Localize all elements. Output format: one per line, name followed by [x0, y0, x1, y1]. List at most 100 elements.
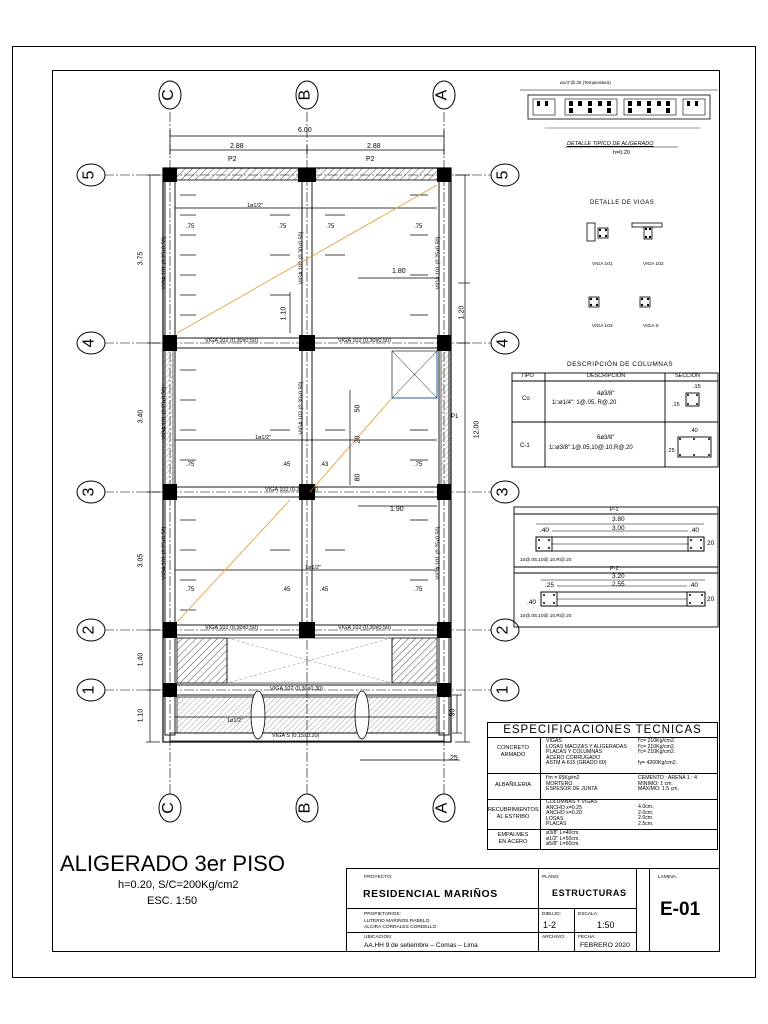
- beam-label: VIGA 102 (0.30x0.50): [265, 487, 318, 493]
- spec-item: f'm = 65Kg/m2: [546, 775, 580, 781]
- aligerado-title: DETALLE TIPICO DE ALIGERADO: [567, 141, 654, 147]
- columnas-title: DESCRIPCIÓN DE COLUMNAS: [567, 361, 674, 368]
- placa-label: P-2: [610, 566, 619, 572]
- viga-label: VIGA 103: [592, 324, 613, 329]
- tb-dibujo-value: 1-2: [543, 920, 557, 930]
- spec-item: ø1/2" L=50cm.: [546, 835, 580, 842]
- tb-propietarios: PROPIETARIOS: LUTERIO MARIÑOS RABELO ALC…: [347, 909, 539, 933]
- placa-right: .40: [690, 527, 700, 534]
- columns: [163, 168, 451, 697]
- tb-plano-value: ESTRUCTURAS: [552, 888, 627, 898]
- beam-label: VIGA 102 (0.30x0.50): [338, 625, 391, 631]
- bar-len: .45: [282, 462, 291, 468]
- tb-archivo-label: ARCHIVO:: [542, 935, 566, 940]
- rebar-label: 1ø1/2": [305, 565, 322, 571]
- especificaciones-title: ESPECIFICACIONES TECNICAS: [488, 723, 717, 738]
- tb-dibujo-label: DIBUJO:: [542, 912, 561, 917]
- spec-value: f'c= 210Kg/cm2.: [638, 738, 676, 744]
- spec-item: ANCHO x=0.25: [546, 804, 582, 811]
- spec-value: CEMENTO : ARENA 1 : 4: [638, 775, 698, 781]
- tb-proyecto: PROYECTO: RESIDENCIAL MARIÑOS: [347, 869, 539, 909]
- bar-len: .75: [186, 587, 195, 593]
- rebar-label: 1ø1/2": [247, 203, 264, 209]
- viga-label: VIGA 102: [643, 262, 664, 267]
- spec-cat: AL ESTRIBO: [496, 814, 530, 820]
- spec-value: MINIMO: 1 cm.: [638, 780, 673, 787]
- placa-h: 20: [707, 540, 715, 547]
- spec-value: f'c= 210Kg/cm2.: [638, 749, 676, 756]
- placa-total: 3.20: [612, 573, 625, 580]
- tb-ubicacion: UBICACION: AA.HH 9 de setiembre – Comas …: [347, 933, 539, 951]
- bar-len: .75: [186, 224, 195, 230]
- label-p1: P1: [451, 414, 459, 420]
- placa-inner: 2.55: [612, 581, 625, 588]
- rebar-label: 1ø1/2": [227, 718, 244, 724]
- tb-propietario-2: ALCIRA CORRALES CORDELLO: [364, 925, 437, 930]
- tb-lamina-value: E-01: [660, 899, 701, 920]
- spec-cat: ALBAÑILERIA: [494, 782, 532, 788]
- placa-left: .40: [540, 527, 550, 534]
- beam-label: VIGA 102 (0.30x0.50): [205, 338, 258, 344]
- tb-archivo: ARCHIVO:: [539, 933, 575, 951]
- aligerado-h: h=0.20: [613, 150, 630, 156]
- tb-fecha-label: FECHA:: [578, 935, 596, 940]
- col-dim-a: .15: [693, 384, 701, 390]
- beam-label: VIGA 102 (0.30x0.30): [270, 686, 323, 692]
- bar-len: .75: [414, 462, 423, 468]
- spec-row-concreto: CONCRETO ARMADO VIGAS LOSAS MACIZAS Y AL…: [488, 737, 717, 774]
- bar-len: .75: [414, 587, 423, 593]
- bar-len: .45: [320, 587, 329, 593]
- placa-left: .25: [545, 582, 555, 589]
- beam-label: VIGA 102 (0.30x0.50): [205, 625, 258, 631]
- tb-proyecto-value: RESIDENCIAL MARIÑOS: [363, 888, 498, 900]
- spec-cat: EN ACERO: [498, 839, 528, 845]
- spec-item: ACERO CORRUGADO: [546, 754, 601, 761]
- placa-inner: 3.00: [612, 525, 625, 532]
- spec-cat: RECUBRIMIENTOS: [488, 807, 539, 813]
- rebar-lines: [175, 207, 437, 718]
- rebar-label: 1ø1/2": [255, 435, 272, 441]
- spec-item: VIGAS: [546, 738, 562, 744]
- col-tipo: Co: [522, 396, 530, 402]
- tb-ubicacion-value: AA.HH 9 de setiembre – Comas – Lima: [364, 942, 478, 949]
- placa-note: 10@.05,10@.10,R@.20: [520, 614, 572, 619]
- sheet-outer-border: [12, 46, 756, 978]
- tb-lamina: LAMINA: E-01: [649, 869, 719, 951]
- bar-len: .45: [282, 587, 291, 593]
- tb-proyecto-label: PROYECTO:: [364, 875, 393, 880]
- spec-item: LOSAS MACIZAS Y ALIGERADAS: [546, 743, 627, 750]
- col-line1: 6ø3/8": [597, 435, 615, 441]
- spec-item: COLUMNAS Y VIGAS: [546, 799, 598, 805]
- placa-note: 10@.05,10@.10,R@.20: [520, 558, 572, 563]
- label-p2-right: P2: [366, 156, 375, 163]
- dim-right-25: .25: [448, 755, 458, 762]
- spec-item: ø3/8" L=40cm.: [546, 830, 580, 836]
- tb-propietario-1: LUTERIO MARIÑOS RABELO: [364, 919, 430, 924]
- title-block: PROYECTO: RESIDENCIAL MARIÑOS PROPIETARI…: [346, 868, 720, 952]
- spec-row-recubrimientos: RECUBRIMIENTOS AL ESTRIBO COLUMNAS Y VIG…: [488, 799, 717, 830]
- col-header-desc: DESCRIPCIÓN: [587, 373, 626, 379]
- tb-propietarios-label: PROPIETARIOS:: [364, 912, 401, 917]
- tb-fecha-value: FEBRERO 2020: [580, 942, 630, 949]
- bar-len: .43: [320, 462, 329, 468]
- spec-item: ø5/8" L=60cm.: [546, 841, 580, 848]
- tb-fecha: FECHA: FEBRERO 2020: [575, 933, 637, 951]
- spec-item: LOSAS: [546, 815, 564, 822]
- spec-cat: CONCRETO: [497, 745, 529, 751]
- viga-label: VIGA S: [643, 324, 659, 329]
- drawing-scale: ESC. 1:50: [147, 895, 198, 907]
- tb-plano: PLANO: ESTRUCTURAS: [539, 869, 637, 909]
- dim-top-total: 6.00: [298, 127, 312, 134]
- spec-value: f'c= 210Kg/cm2.: [638, 743, 676, 750]
- spec-row-empalmes: EMPALMES EN ACERO ø3/8" L=40cm. ø1/2" L=…: [488, 829, 717, 849]
- spec-item: ANCHO x=0.20: [546, 810, 582, 817]
- col-dim-b: .15: [672, 402, 680, 408]
- bar-len: .75: [278, 224, 287, 230]
- col-line2: 1□ø3/8":1@.05,10@.10,R@.20: [549, 445, 633, 451]
- dim-180: 1.80: [392, 268, 406, 275]
- drawing-subtitle: h=0.20, S/C=200Kg/cm2: [118, 879, 239, 891]
- dim-190: 1.90: [390, 506, 404, 513]
- aligerado-note: ø1/4"@.25 (Temperatura): [560, 80, 611, 85]
